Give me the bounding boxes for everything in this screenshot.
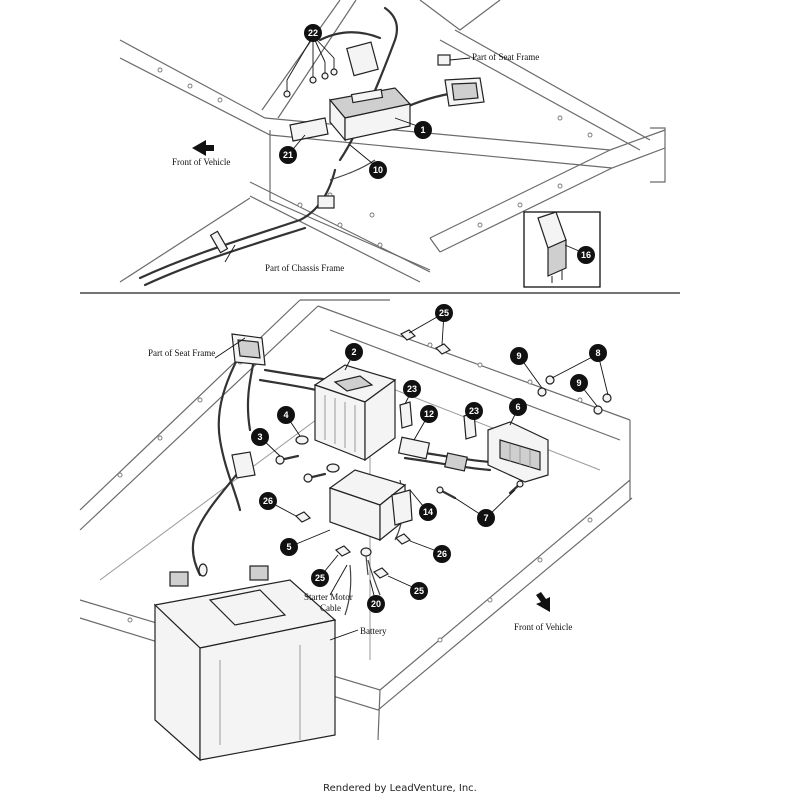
callout-25-top: 25 [435,304,453,322]
brackets-23 [399,401,477,440]
callout-20: 20 [367,595,385,613]
fasteners [198,329,612,579]
svg-text:3: 3 [257,432,262,442]
svg-text:12: 12 [424,409,434,419]
callout-21: 21 [279,146,297,164]
callout-9-right: 9 [570,374,588,392]
callout-10: 10 [369,161,387,179]
fuse-block [487,421,549,483]
svg-text:26: 26 [263,496,273,506]
svg-text:4: 4 [283,410,288,420]
in-line-connector [397,436,468,472]
callout-25-right: 25 [410,582,428,600]
svg-text:2: 2 [351,347,356,357]
label-seat-frame-bottom: Part of Seat Frame [148,348,215,358]
callout-23-right: 23 [465,402,483,420]
callout-14: 14 [419,503,437,521]
callout-3: 3 [251,428,269,446]
svg-text:25: 25 [414,586,424,596]
svg-text:9: 9 [516,351,521,361]
callout-4: 4 [277,406,295,424]
battery [153,565,337,762]
voltage-regulator [313,364,397,462]
front-arrow-bottom [536,592,550,612]
svg-text:5: 5 [286,542,291,552]
screws-22 [283,58,338,98]
callout-1: 1 [414,121,432,139]
svg-text:25: 25 [315,573,325,583]
svg-text:21: 21 [283,150,293,160]
label-front-of-vehicle-bottom: Front of Vehicle [514,622,572,632]
callout-26-left: 26 [259,492,277,510]
callout-25-left: 25 [311,569,329,587]
callout-16: 16 [577,246,595,264]
controller-module [289,87,412,142]
seat-frame-top [119,0,666,253]
top-wire-harness [138,6,462,287]
label-starter-motor-cable-1: Starter Motor [304,592,353,602]
svg-text:22: 22 [308,28,318,38]
callout-22: 22 [304,24,322,42]
callout-23-left: 23 [403,380,421,398]
callout-6: 6 [509,398,527,416]
svg-text:16: 16 [581,250,591,260]
footer-credit: Rendered by LeadVenture, Inc. [323,783,477,794]
label-starter-motor-cable-2: Cable [320,603,341,613]
label-front-of-vehicle-top: Front of Vehicle [172,157,230,167]
front-arrow-top [192,140,214,156]
svg-text:14: 14 [423,507,433,517]
callout-5: 5 [280,538,298,556]
svg-text:20: 20 [371,599,381,609]
svg-text:7: 7 [483,513,488,523]
label-chassis-frame: Part of Chassis Frame [265,263,344,273]
chassis-frame [119,130,431,283]
top-connectors [209,41,485,254]
svg-text:23: 23 [407,384,417,394]
svg-text:26: 26 [437,549,447,559]
svg-text:1: 1 [420,125,425,135]
callout-8: 8 [589,344,607,362]
label-seat-frame-top: Part of Seat Frame [472,52,539,62]
callout-12: 12 [420,405,438,423]
solenoid [328,469,413,542]
callout-2: 2 [345,343,363,361]
svg-text:23: 23 [469,406,479,416]
label-battery: Battery [360,626,387,636]
svg-text:10: 10 [373,165,383,175]
svg-text:8: 8 [595,348,600,358]
svg-text:25: 25 [439,308,449,318]
svg-text:6: 6 [515,402,520,412]
bottom-view: 25 2 9 8 9 4 23 12 23 6 3 26 14 7 5 26 2… [79,299,633,762]
callout-26-right: 26 [433,545,451,563]
top-view: 22 1 21 10 16 Part of Seat Frame Front o… [119,0,666,288]
harness-connector-upper [231,333,266,479]
callout-7: 7 [477,509,495,527]
callout-9-left: 9 [510,347,528,365]
svg-text:9: 9 [576,378,581,388]
fuse-inset [523,211,601,288]
